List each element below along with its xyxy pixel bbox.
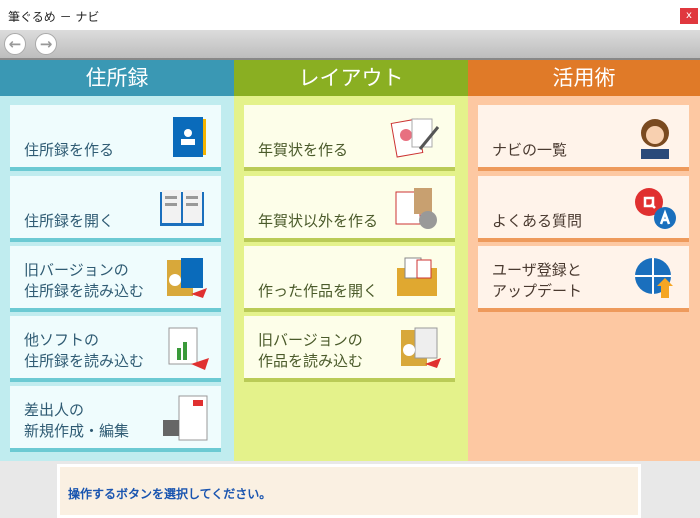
- close-button[interactable]: x: [680, 8, 698, 24]
- window-title: 筆ぐるめ － ナビ: [8, 10, 100, 24]
- column-tips: 活用術 ナビの一覧 よくある質問 ユーザ登録と アップデート: [468, 60, 700, 461]
- sender-card-icon: [163, 395, 208, 441]
- navi-list-button[interactable]: ナビの一覧: [478, 105, 689, 171]
- faq-button[interactable]: よくある質問: [478, 176, 689, 242]
- user-registration-update-button[interactable]: ユーザ登録と アップデート: [478, 246, 689, 312]
- button-label: 年賀状以外を作る: [258, 212, 379, 230]
- new-year-card-icon: [390, 118, 440, 158]
- column-address-book: 住所録 住所録を作る 住所録を開く 旧バージョンの 住所録を読み込む 他ソフトの…: [0, 60, 234, 461]
- button-label: 住所録を作る: [24, 141, 115, 159]
- button-label: 旧バージョンの 作品を読み込む: [258, 331, 364, 370]
- column-header: 住所録: [0, 60, 234, 96]
- button-label: 差出人の 新規作成・編集: [24, 401, 130, 440]
- button-label: よくある質問: [492, 212, 583, 230]
- create-address-book-button[interactable]: 住所録を作る: [10, 105, 221, 171]
- column-layout: レイアウト 年賀状を作る 年賀状以外を作る 作った作品を開く 旧バージョンの 作…: [234, 60, 468, 461]
- other-card-icon: [395, 188, 437, 229]
- button-label: 旧バージョンの 住所録を読み込む: [24, 261, 145, 300]
- import-old-works-icon: [401, 327, 441, 368]
- button-label: 作った作品を開く: [258, 282, 379, 300]
- support-operator-icon: [641, 119, 669, 159]
- import-old-works-button[interactable]: 旧バージョンの 作品を読み込む: [244, 316, 455, 382]
- status-area: 操作するボタンを選択してください。: [0, 461, 700, 518]
- title-bar: 筆ぐるめ － ナビ x: [0, 0, 700, 30]
- open-folder-icon: [397, 257, 437, 296]
- button-label: ナビの一覧: [492, 141, 568, 159]
- globe-update-icon: [635, 258, 673, 298]
- status-message: 操作するボタンを選択してください。: [57, 464, 641, 518]
- import-old-address-book-button[interactable]: 旧バージョンの 住所録を読み込む: [10, 246, 221, 312]
- create-other-card-button[interactable]: 年賀状以外を作る: [244, 176, 455, 242]
- back-icon[interactable]: ←: [4, 33, 26, 55]
- button-label: ユーザ登録と アップデート: [492, 261, 583, 300]
- spreadsheet-import-icon: [168, 327, 209, 370]
- open-address-book-button[interactable]: 住所録を開く: [10, 176, 221, 242]
- import-other-software-button[interactable]: 他ソフトの 住所録を読み込む: [10, 316, 221, 382]
- open-works-button[interactable]: 作った作品を開く: [244, 246, 455, 312]
- button-label: 住所録を開く: [24, 212, 115, 230]
- sender-edit-button[interactable]: 差出人の 新規作成・編集: [10, 386, 221, 452]
- toolbar: ← →: [0, 30, 700, 60]
- button-label: 他ソフトの 住所録を読み込む: [24, 331, 145, 370]
- column-header: レイアウト: [234, 60, 468, 96]
- forward-icon[interactable]: →: [35, 33, 57, 55]
- create-new-year-card-button[interactable]: 年賀状を作る: [244, 105, 455, 171]
- button-label: 年賀状を作る: [258, 141, 349, 159]
- import-old-version-icon: [167, 258, 207, 298]
- column-header: 活用術: [468, 60, 700, 96]
- faq-qa-icon: [635, 188, 676, 229]
- open-book-icon: [160, 190, 204, 226]
- address-book-icon: [173, 117, 206, 157]
